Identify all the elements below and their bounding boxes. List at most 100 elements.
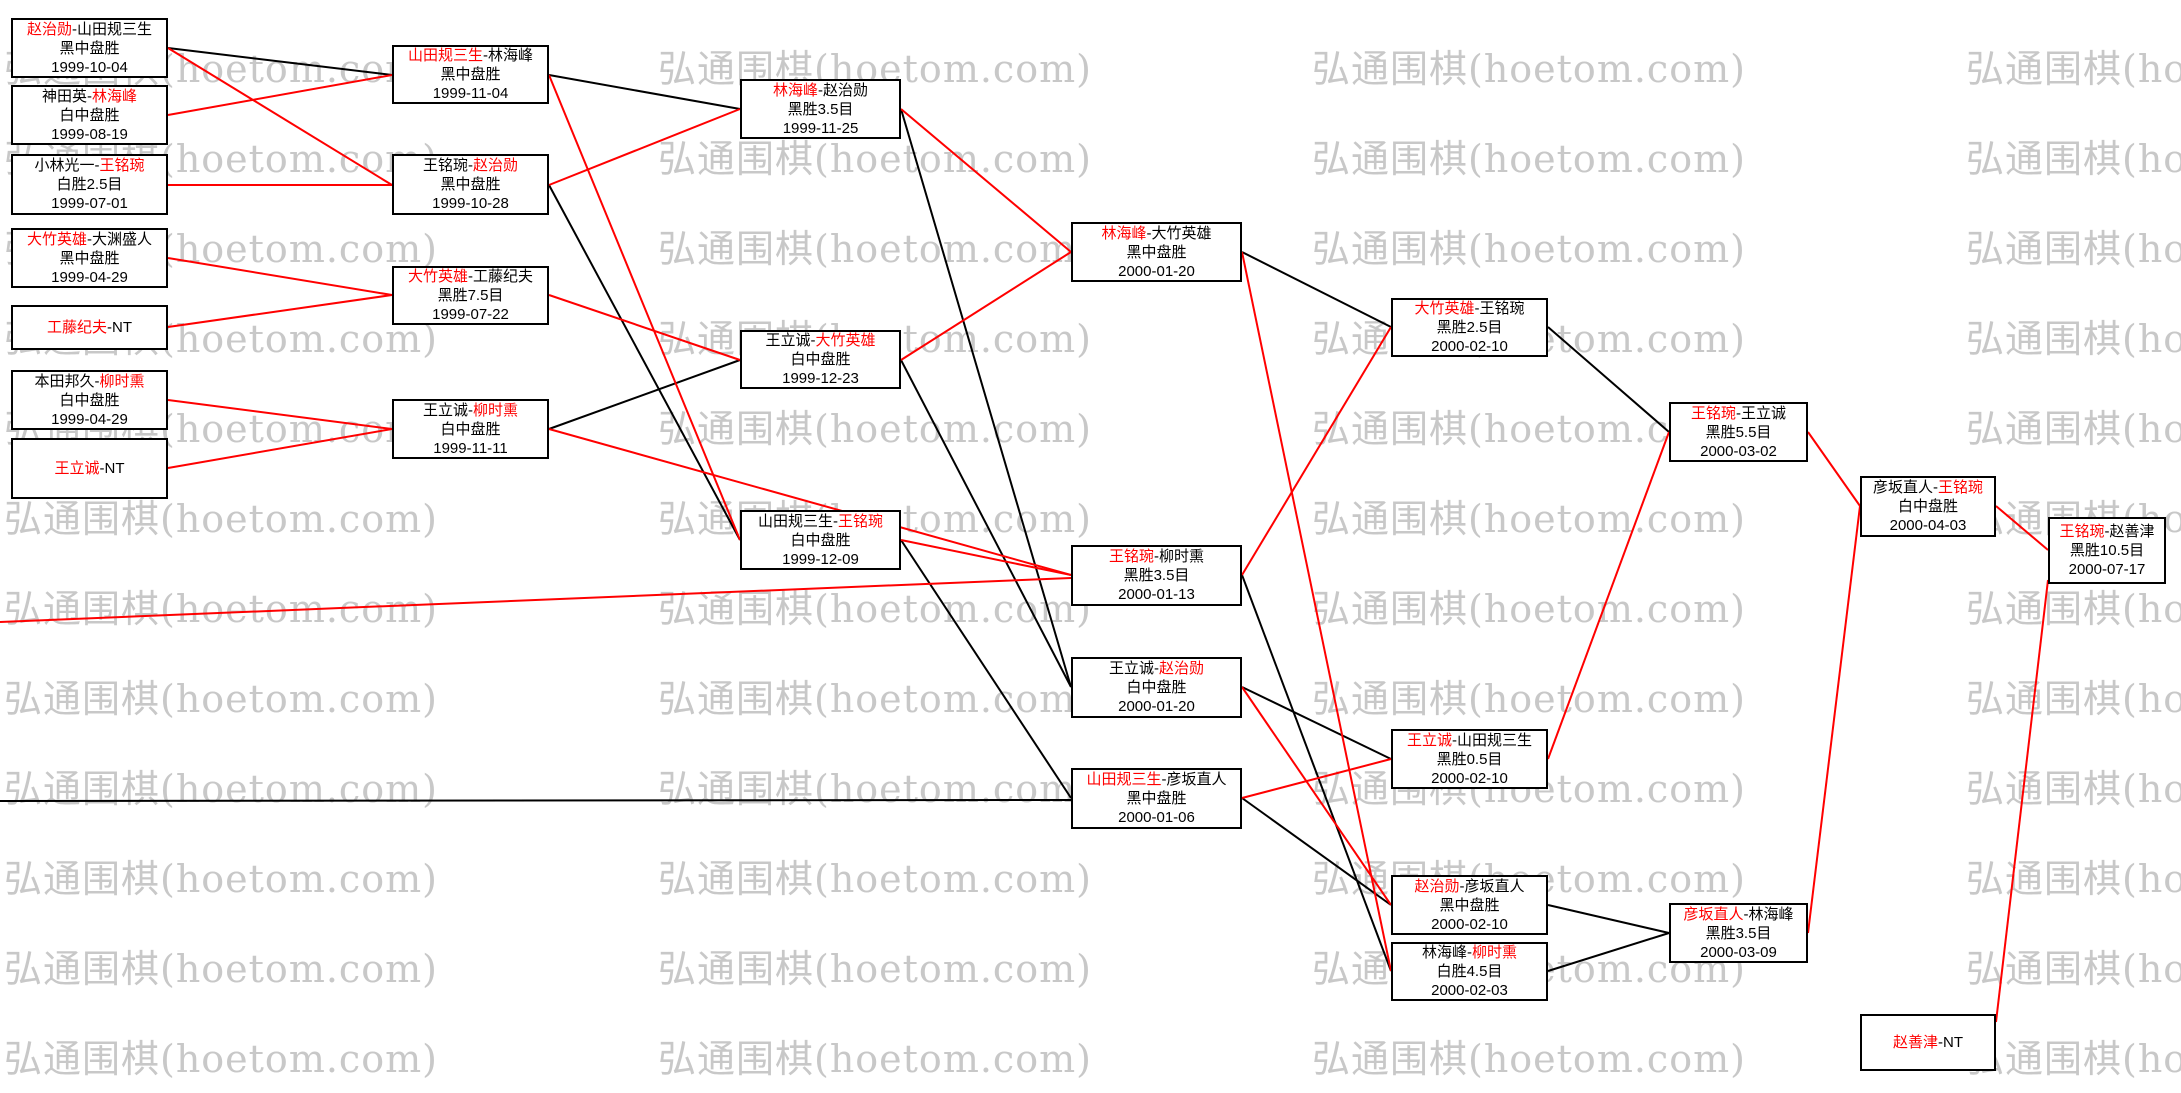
connector: [900, 539, 1072, 576]
player-name: 山田规三生: [1457, 731, 1533, 749]
match-result: 黑胜7.5目: [437, 287, 504, 304]
match-result: 黑中盘胜: [59, 39, 120, 57]
match-players: 王立诚-赵治勋: [1109, 659, 1204, 678]
player-name-winner: 大竹英雄: [1414, 300, 1475, 317]
watermark-text: 弘通围棋(hoetom.com): [1966, 47, 2181, 91]
match-date: 2000-01-20: [1118, 698, 1195, 715]
match-d4: 山田规三生-彦坂直人 黑中盘胜 2000-01-06: [1071, 768, 1242, 829]
match-h1: 王铭琬-赵善津 黑胜10.5目 2000-07-17: [2048, 517, 2166, 584]
match-result: 黑胜0.5目: [1436, 750, 1503, 768]
connector: [167, 47, 393, 186]
connector: [1547, 904, 1670, 934]
match-result: 黑中盘胜: [59, 249, 120, 267]
player-name-winner: 林海峰: [772, 81, 818, 99]
player-separator: -: [72, 20, 77, 38]
connector: [900, 251, 1072, 361]
player-separator: -: [1938, 1034, 1943, 1051]
match-players: 王立诚-柳时熏: [423, 401, 518, 420]
player-name: 本田邦久: [34, 372, 95, 390]
match-players: 王铭琬-赵治勋: [423, 156, 518, 175]
watermark-text: 弘通围棋(hoetom.com): [4, 767, 438, 811]
connector: [167, 294, 393, 328]
match-e2: 王立诚-山田规三生 黑胜0.5目 2000-02-10: [1391, 729, 1548, 789]
player-name-winner: 山田规三生: [1086, 771, 1162, 788]
player-name-winner: 赵治勋: [473, 157, 519, 174]
match-date: 2000-02-10: [1431, 915, 1508, 933]
connector: [1547, 326, 1670, 433]
match-a2: 神田英-林海峰 白中盘胜 1999-08-19: [11, 85, 168, 145]
match-result: 黑胜10.5目: [2069, 542, 2145, 559]
player-name-winner: 王立诚: [54, 460, 100, 477]
player-name: NT: [1943, 1034, 1963, 1051]
match-result: 白中盘胜: [1897, 498, 1958, 515]
match-date: 1999-10-28: [432, 195, 509, 212]
player-name-winner: 工藤纪夫: [46, 319, 107, 336]
match-result: 黑胜3.5目: [787, 100, 854, 118]
match-date: 2000-01-06: [1118, 809, 1195, 826]
match-players: 王铭琬-赵善津: [2059, 522, 2154, 541]
match-date: 1999-04-29: [51, 268, 128, 286]
match-d2: 王铭琬-柳时熏 黑胜3.5目 2000-01-13: [1071, 545, 1242, 606]
match-players: 大竹英雄-王铭琬: [1414, 299, 1524, 318]
connector: [1807, 505, 1861, 934]
watermark-text: 弘通围棋(hoetom.com): [4, 497, 438, 541]
connector: [548, 294, 741, 361]
player-separator: -: [1154, 660, 1159, 677]
match-e1: 大竹英雄-王铭琬 黑胜2.5目 2000-02-10: [1391, 298, 1548, 357]
connector: [900, 108, 1072, 253]
connector: [548, 108, 741, 186]
player-name: 林海峰: [488, 47, 534, 64]
match-b3: 大竹英雄-工藤纪夫 黑胜7.5目 1999-07-22: [392, 266, 549, 325]
player-name: 彦坂直人: [1464, 877, 1525, 895]
player-separator: -: [1161, 771, 1167, 788]
match-players: 林海峰-赵治勋: [773, 81, 868, 100]
watermark-text: 弘通围棋(hoetom.com): [658, 407, 1092, 451]
match-g2: 赵善津-NT: [1860, 1014, 1996, 1071]
match-result: 白胜4.5目: [1436, 963, 1503, 980]
match-date: 2000-02-03: [1431, 982, 1508, 999]
connector: [1241, 686, 1392, 906]
player-separator: -: [1459, 877, 1465, 895]
connector: [548, 359, 741, 430]
match-result: 白中盘胜: [59, 106, 120, 124]
match-date: 1999-04-29: [51, 410, 128, 428]
match-b4: 王立诚-柳时熏 白中盘胜 1999-11-11: [392, 399, 549, 459]
match-result: 白中盘胜: [790, 531, 851, 549]
connector: [1547, 932, 1670, 972]
player-name: 王立诚: [765, 332, 811, 349]
player-separator: -: [94, 157, 100, 174]
player-name: 林海峰: [1421, 944, 1467, 961]
watermark-text: 弘通围棋(hoetom.com): [658, 857, 1092, 901]
connector: [1995, 579, 2049, 1023]
player-separator: -: [1154, 548, 1159, 565]
watermark-text: 弘通围棋(hoetom.com): [4, 857, 438, 901]
match-date: 1999-07-01: [51, 195, 128, 212]
connector: [167, 399, 393, 430]
player-name: 神田英: [41, 87, 87, 105]
watermark-text: 弘通围棋(hoetom.com): [1966, 317, 2181, 361]
match-f1: 王铭琬-王立诚 黑胜5.5目 2000-03-02: [1669, 402, 1808, 462]
match-result: 黑中盘胜: [1439, 896, 1500, 914]
connector: [900, 108, 1072, 688]
match-result: 白中盘胜: [59, 391, 120, 409]
match-result: 黑胜3.5目: [1705, 924, 1772, 942]
connector: [1241, 574, 1392, 972]
match-result: 白中盘胜: [1126, 679, 1187, 696]
watermark-text: 弘通围棋(hoetom.com): [1312, 1037, 1746, 1081]
player-name: 王立诚: [1108, 660, 1154, 677]
match-b2: 王铭琬-赵治勋 黑中盘胜 1999-10-28: [392, 154, 549, 215]
player-separator: -: [107, 319, 112, 336]
watermark-text: 弘通围棋(hoetom.com): [1312, 587, 1746, 631]
match-result: 黑中盘胜: [1126, 243, 1187, 261]
match-players: 王铭琬-王立诚: [1691, 404, 1786, 423]
match-d1: 林海峰-大竹英雄 黑中盘胜 2000-01-20: [1071, 222, 1242, 282]
player-name-winner: 王铭琬: [1690, 404, 1736, 422]
watermark-text: 弘通围棋(hoetom.com): [1966, 677, 2181, 721]
connector: [1807, 431, 1861, 507]
match-players: 工藤纪夫-NT: [47, 318, 132, 337]
connector: [1241, 251, 1392, 328]
connector: [548, 184, 741, 541]
connector: [167, 257, 393, 296]
connector: [548, 74, 741, 110]
watermark-text: 弘通围棋(hoetom.com): [1966, 767, 2181, 811]
